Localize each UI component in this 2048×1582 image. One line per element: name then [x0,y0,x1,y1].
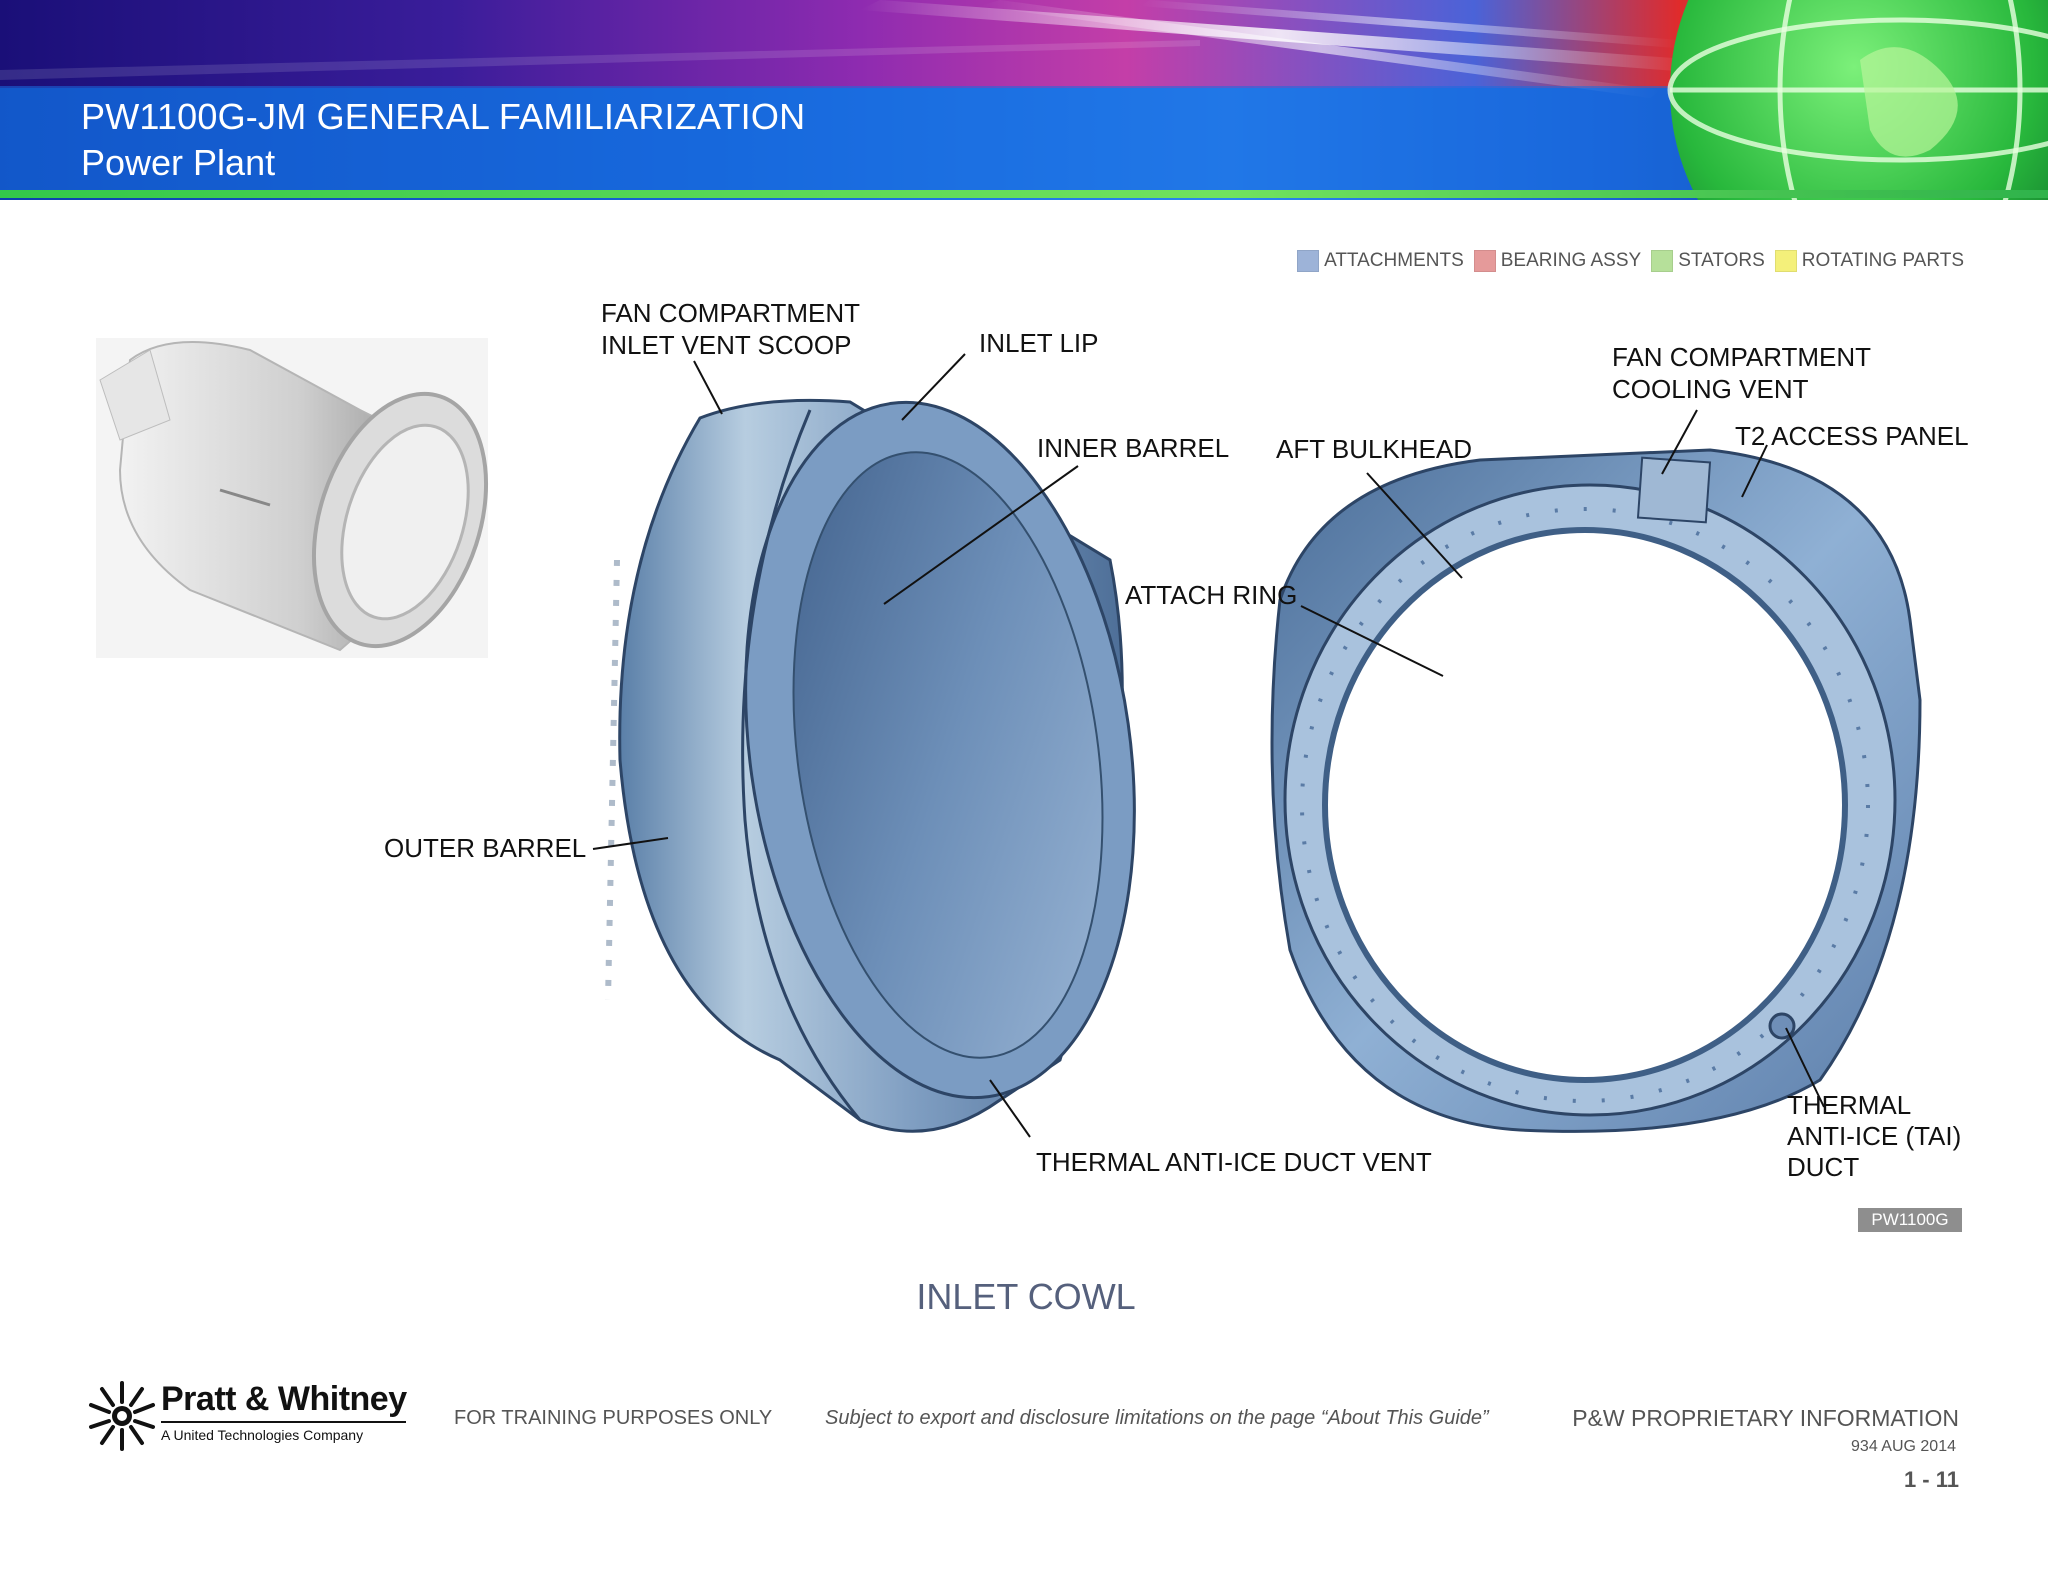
callout-line: THERMAL [1787,1090,1912,1120]
callout-attach-ring: ATTACH RING [1125,580,1298,610]
pratt-whitney-eagle-logo [89,1381,155,1451]
legend-item-stators: STATORS [1651,250,1765,272]
footer-date: 934 AUG 2014 [1851,1438,1956,1455]
callout-fan-compartment-inlet-vent-scoop: FAN COMPARTMENT INLET VENT SCOOP [601,297,860,361]
legend-swatch [1651,250,1674,272]
callout-line: COOLING VENT [1612,374,1809,404]
legend-item-bearing-assy: BEARING ASSY [1473,250,1642,272]
legend-label: ATTACHMENTS [1324,250,1464,271]
header-banner: PW1100G-JM GENERAL FAMILIARIZATION Power… [0,0,2048,200]
globe-graphic [1667,0,2048,200]
callout-fan-compartment-cooling-vent: FAN COMPARTMENT COOLING VENT [1612,341,1871,405]
callout-line: INLET VENT SCOOP [601,330,852,360]
legend-label: ROTATING PARTS [1801,250,1964,271]
cowl-outer-barrel-assembly [605,398,1136,1133]
footer-training-notice: FOR TRAINING PURPOSES ONLY [454,1407,773,1429]
footer-proprietary-notice: P&W PROPRIETARY INFORMATION [1572,1405,1959,1431]
callout-line: FAN COMPARTMENT [601,298,861,328]
cowl-aft-bulkhead-assembly [1270,448,1922,1133]
callout-inlet-lip: INLET LIP [979,328,1099,358]
callout-thermal-anti-ice-duct: THERMAL ANTI-ICE (TAI) DUCT [1787,1090,1961,1183]
logo-subtitle: A United Technologies Company [161,1427,364,1443]
callout-outer-barrel: OUTER BARREL [384,833,587,863]
callout-aft-bulkhead: AFT BULKHEAD [1276,434,1473,464]
page-subtitle: Power Plant [81,142,276,183]
legend-item-attachments: ATTACHMENTS [1297,250,1464,272]
figure-tag: PW1100G [1858,1208,1962,1232]
legend-swatch [1774,250,1797,272]
legend-label: BEARING ASSY [1500,250,1642,271]
engine-thumbnail [96,338,489,658]
callout-thermal-anti-ice-duct-vent: THERMAL ANTI-ICE DUCT VENT [1036,1147,1432,1177]
legend-swatch [1473,250,1496,272]
legend-label: STATORS [1678,250,1765,271]
callout-t2-access-panel: T2 ACCESS PANEL [1735,421,1969,451]
callout-line: FAN COMPARTMENT [1612,342,1872,372]
legend-swatch [1297,250,1320,272]
legend-item-rotating-parts: ROTATING PARTS [1774,250,1964,272]
color-legend: ATTACHMENTS BEARING ASSY STATORS ROTATIN… [1297,250,1964,272]
callout-line: DUCT [1787,1152,1860,1182]
logo-underline [161,1421,406,1423]
callout-inner-barrel: INNER BARREL [1037,433,1230,463]
banner-green-rule [0,190,2048,198]
page-number: 1 - 11 [1903,1467,1959,1492]
page-title: PW1100G-JM GENERAL FAMILIARIZATION [81,96,806,137]
callout-line: ANTI-ICE (TAI) [1787,1121,1962,1151]
callout-leader-lines [592,353,1825,1138]
footer-export-notice: Subject to export and disclosure limitat… [825,1407,1489,1429]
logo-wordmark: Pratt & Whitney [161,1380,407,1418]
figure-caption: INLET COWL [916,1276,1136,1317]
